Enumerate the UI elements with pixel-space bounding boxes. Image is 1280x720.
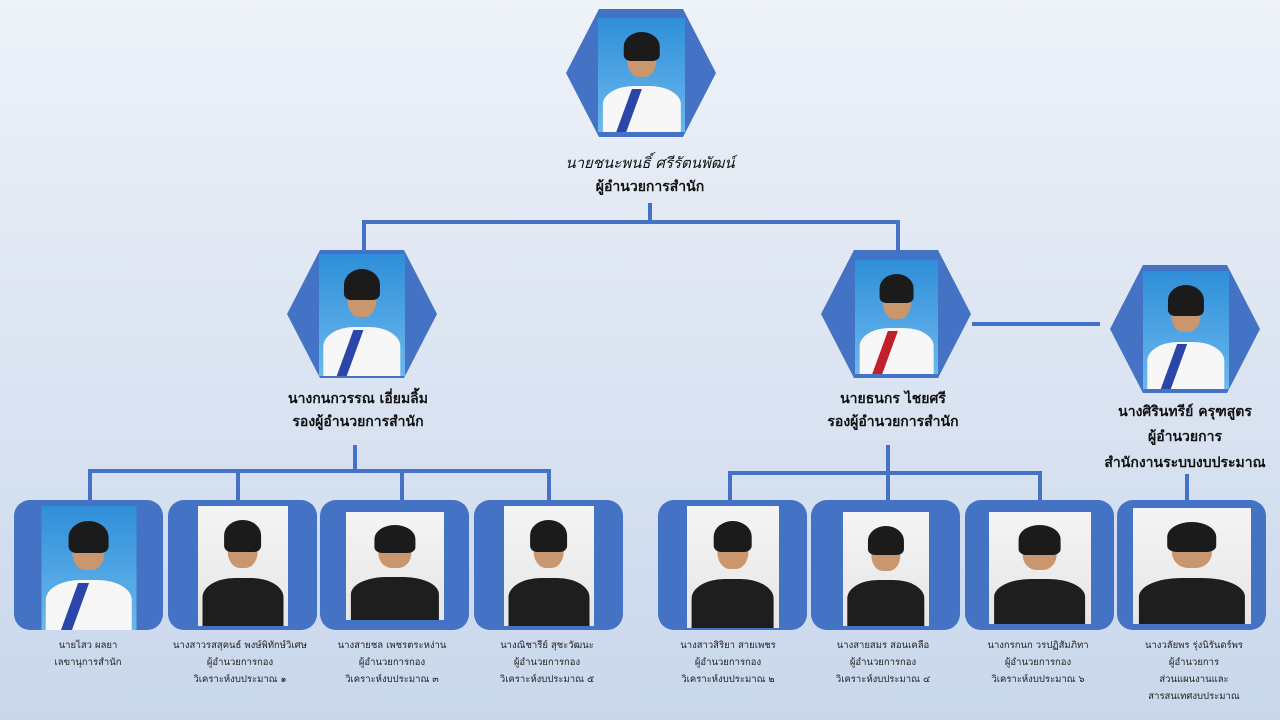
staff-card — [811, 500, 960, 630]
staff-title: เลขานุการสำนัก — [54, 657, 122, 668]
staff-title: ผู้อำนวยการกอง — [694, 657, 762, 668]
connector — [886, 471, 890, 501]
staff-title: ผู้อำนวยการกอง — [849, 657, 917, 668]
staff-card — [14, 500, 163, 630]
staff-name: นางณิชารีย์ สุชะวัฒนะ — [500, 640, 594, 651]
deputy-title: รองผู้อำนวยการสำนัก — [292, 414, 424, 430]
staff-card — [658, 500, 807, 630]
staff-card — [965, 500, 1114, 630]
staff-card — [474, 500, 623, 630]
connector — [648, 203, 652, 223]
director-photo — [598, 18, 685, 132]
staff-name: นางวลัยพร รุ่งนิรันดร์พร — [1144, 640, 1244, 651]
deputy-photo — [319, 254, 405, 376]
staff-card — [168, 500, 317, 630]
staff-title: ผู้อำนวยการกอง — [1004, 657, 1072, 668]
connector — [236, 469, 240, 501]
director-title: ผู้อำนวยการสำนัก — [595, 179, 705, 195]
staff-title: ผู้อำนวยการกอง — [358, 657, 426, 668]
staff-card — [1117, 500, 1266, 630]
staff-name: นางสาวรสสุคนธ์ พงษ์พิทักษ์วิเศษ — [173, 640, 307, 651]
director-name: นายชนะพนธิ์ ศรีรัตนพัฒน์ — [565, 154, 735, 172]
connector — [400, 469, 404, 501]
staff-unit: วิเคราะห์งบประมาณ ๑ — [193, 674, 287, 685]
staff-unit: วิเคราะห์งบประมาณ ๓ — [345, 674, 439, 685]
staff-name: นางสายชล เพชรตระหง่าน — [337, 640, 447, 651]
staff-unit: ส่วนแผนงานและ — [1159, 674, 1229, 685]
connector — [1038, 471, 1042, 501]
side-director-title: ผู้อำนวยการ — [1148, 429, 1222, 445]
staff-unit: วิเคราะห์งบประมาณ ๔ — [835, 674, 931, 685]
staff-name: นางสาวสิริยา สายเพชร — [680, 640, 776, 651]
staff-title: ผู้อำนวยการกอง — [513, 657, 581, 668]
connector — [547, 469, 551, 501]
connector — [362, 220, 366, 252]
side-director-photo — [1143, 271, 1229, 389]
staff-card — [320, 500, 469, 630]
connector — [728, 471, 1042, 475]
staff-name: นางสายสมร สอนเคลือ — [836, 640, 930, 651]
staff-title: ผู้อำนวยการกอง — [206, 657, 274, 668]
deputy-title: รองผู้อำนวยการสำนัก — [827, 414, 959, 430]
connector — [353, 445, 357, 471]
side-director-unit: สำนักงานระบบงบประมาณ — [1104, 455, 1266, 471]
staff-name: นายไสว ผลยา — [58, 640, 118, 651]
connector — [728, 471, 732, 501]
staff-unit: วิเคราะห์งบประมาณ ๒ — [681, 674, 775, 685]
side-director-name: นางศิรินทรีย์ ครุฑสูตร — [1118, 404, 1252, 420]
deputy-name: นายธนกร ไชยศรี — [840, 391, 946, 407]
deputy-name: นางกนกวรรณ เอี่ยมลิ้ม — [288, 391, 428, 407]
connector — [362, 220, 900, 224]
connector — [88, 469, 92, 501]
connector — [896, 220, 900, 252]
connector — [886, 445, 890, 473]
connector — [1185, 474, 1189, 501]
connector — [88, 469, 551, 473]
staff-title: ผู้อำนวยการ — [1168, 657, 1220, 668]
connector — [972, 322, 1100, 326]
staff-unit: วิเคราะห์งบประมาณ ๕ — [499, 674, 595, 685]
deputy-photo — [855, 260, 938, 374]
staff-name: นางกรกนก วรปฏิสัมภิทา — [987, 640, 1089, 651]
staff-unit: สารสนเทศงบประมาณ — [1148, 691, 1240, 702]
staff-unit: วิเคราะห์งบประมาณ ๖ — [991, 674, 1085, 685]
